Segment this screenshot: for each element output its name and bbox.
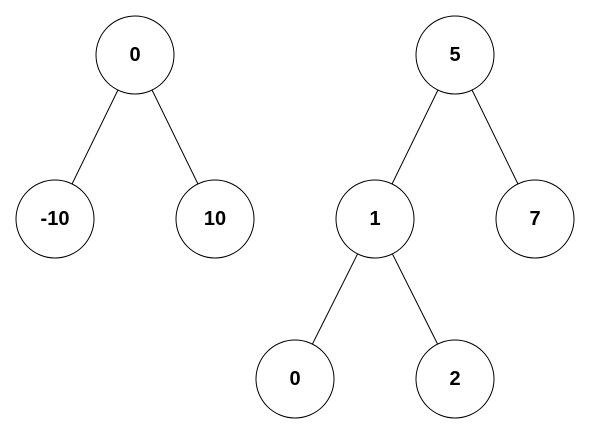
tree-node-t2-left-right: 2 (415, 339, 495, 419)
node-circle (255, 339, 335, 419)
tree-edge-t1-root-to-t1-left (71, 89, 119, 185)
node-circle (175, 179, 255, 259)
node-circle (15, 179, 95, 259)
node-value-label: 2 (449, 368, 460, 390)
node-value-label: -10 (41, 208, 70, 230)
node-value-label: 10 (204, 208, 226, 230)
tree-edge-t2-left-to-t2-left-right (391, 253, 439, 345)
node-value-label: 5 (449, 44, 460, 66)
tree-node-t2-right: 7 (495, 179, 575, 259)
edges-layer (71, 89, 519, 345)
tree-node-t2-left-left: 0 (255, 339, 335, 419)
tree-edge-t2-left-to-t2-left-left (311, 253, 359, 345)
tree-node-t1-right: 10 (175, 179, 255, 259)
tree-node-t2-left: 1 (335, 179, 415, 259)
node-circle (95, 15, 175, 95)
node-value-label: 7 (529, 208, 540, 230)
node-value-label: 0 (129, 44, 140, 66)
node-circle (335, 179, 415, 259)
node-circle (495, 179, 575, 259)
tree-edge-t1-root-to-t1-right (151, 89, 199, 185)
node-value-label: 1 (369, 208, 380, 230)
tree-node-t2-root: 5 (415, 15, 495, 95)
tree-edge-t2-root-to-t2-right (471, 89, 519, 185)
tree-node-t1-left: -10 (15, 179, 95, 259)
node-circle (415, 339, 495, 419)
nodes-layer: 0 -10 10 5 1 7 0 2 (15, 15, 575, 419)
node-value-label: 0 (289, 368, 300, 390)
node-circle (415, 15, 495, 95)
tree-edge-t2-root-to-t2-left (391, 89, 439, 185)
tree-node-t1-root: 0 (95, 15, 175, 95)
